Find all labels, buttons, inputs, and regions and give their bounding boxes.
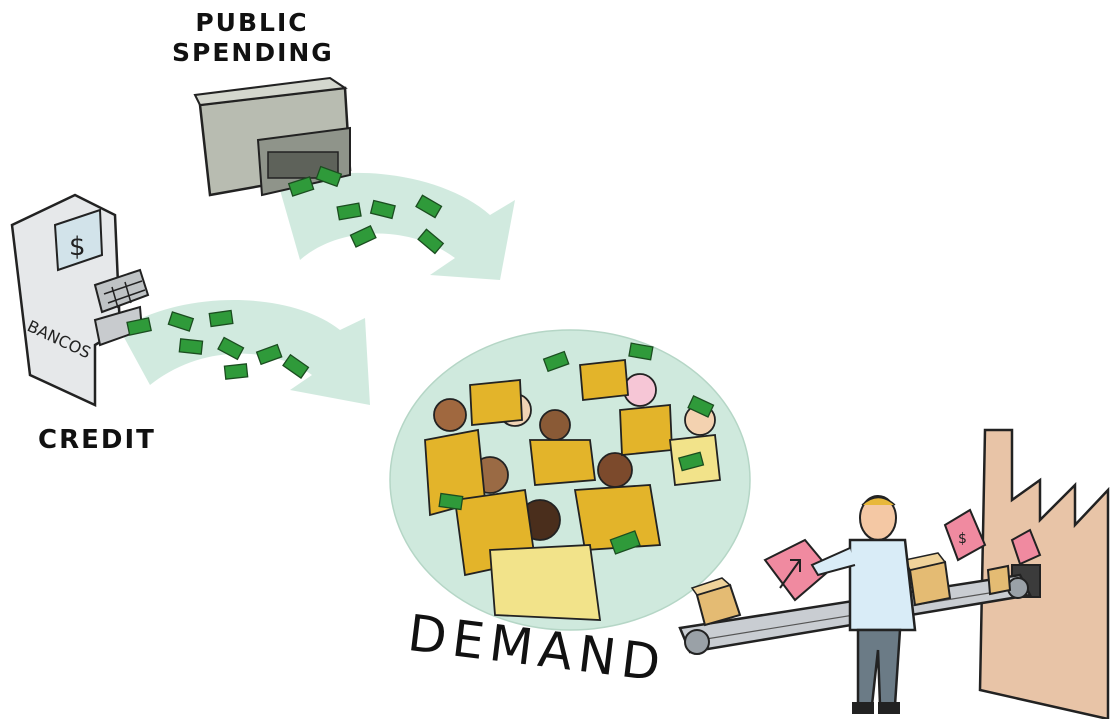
person-head [597,452,633,488]
dollar-bill-icon [282,353,310,379]
dollar-bill-icon [369,199,396,220]
person-body [579,359,629,401]
price-tag-icon [1010,528,1042,566]
dollar-bill-icon [349,225,377,248]
dollar-bill-icon [178,338,204,355]
credit-label: CREDIT [38,425,156,455]
dollar-bills [126,165,715,555]
crowd [424,359,721,621]
atm-icon [10,193,150,407]
person-head [433,398,467,432]
dollar-bill-icon [315,165,343,188]
dollar-bill-icon [208,309,234,328]
public-spending-flow-arrow [280,172,515,280]
dollar-bill-icon [415,194,443,219]
dollar-bill-icon [417,228,445,255]
product-box [690,577,742,627]
person-body [489,544,602,621]
public-spending-label: PUBLIC SPENDING [172,8,334,67]
dollar-bill-icon [255,343,283,366]
worker [810,495,917,714]
credit-flow-arrow [120,300,370,405]
person-head [539,409,571,441]
person-body [528,439,597,486]
dollar-bill-icon [126,317,152,336]
product-box [986,564,1012,596]
person-body [619,404,673,456]
person-head [623,373,657,407]
person-body [573,484,662,551]
dollar-bill-icon [223,363,249,380]
dollar-bill-icon [438,492,464,511]
svg-text:$: $ [958,531,967,547]
dollar-bill-icon [287,176,315,197]
price-tag-icon: $ [943,508,987,562]
dollar-bill-icon [687,395,715,418]
person-body [469,379,523,426]
dollar-bill-icon [678,451,705,472]
product-box [903,552,952,607]
dollar-bill-icon [217,336,245,361]
dollar-bill-icon [628,342,654,361]
dollar-bill-icon [542,350,570,373]
dollar-bill-icon [609,530,641,555]
atm-screen-dollar: $ [69,232,86,262]
dollar-bill-icon [336,202,362,221]
dollar-bill-icon [167,311,195,332]
factory-icon [978,428,1110,719]
